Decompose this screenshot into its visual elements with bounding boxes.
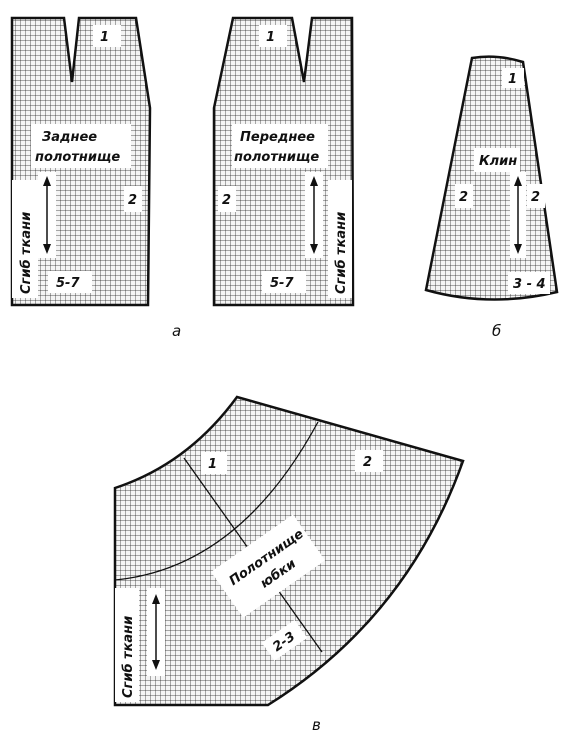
gore-piece-no: 1 (508, 72, 517, 87)
front-fold-box (328, 180, 352, 298)
gore-grainline-arrow (514, 176, 522, 254)
gore-side-right: 2 (531, 190, 540, 205)
back-piece-no-box (93, 25, 121, 47)
gore-shape (424, 55, 559, 301)
skirt-mark-2: 2 (363, 455, 372, 470)
gore-size: 3 - 4 (513, 277, 546, 292)
front-title-box (232, 124, 328, 168)
inner-seam-line (114, 421, 319, 581)
gore-size-box (508, 272, 550, 294)
front-panel: 1 Переднее полотнище 2 Сгиб ткани 5-7 (212, 16, 355, 307)
gore-side-left-box (455, 184, 473, 208)
gore-piece-no-box (502, 68, 524, 88)
gore-title-box (474, 148, 520, 172)
caption-b: б (492, 322, 501, 340)
skirt-mark-2-box (355, 450, 383, 472)
back-piece-no: 1 (100, 30, 109, 45)
front-side-no: 2 (222, 193, 231, 208)
skirt-grainline-arrow (152, 594, 160, 670)
back-title-line2: полотнище (35, 150, 120, 165)
back-grainline-arrow (43, 176, 51, 254)
front-title-line1: Переднее (240, 130, 315, 145)
gore-title: Клин (479, 154, 517, 169)
skirt-mark-1-box (201, 452, 227, 474)
front-size: 5-7 (270, 276, 294, 291)
back-side-no-box (124, 186, 142, 212)
gore-side-left: 2 (459, 190, 468, 205)
caption-a: а (172, 322, 181, 340)
front-size-box (262, 271, 306, 293)
back-title-line1: Заднее (42, 130, 97, 145)
front-grainline-arrow (310, 176, 318, 254)
front-fold-label: Сгиб ткани (334, 212, 349, 294)
caption-v: в (312, 716, 321, 734)
back-fold-box (12, 180, 38, 298)
skirt-fold-box (115, 588, 139, 702)
front-title-line2: полотнище (234, 150, 319, 165)
gore-panel: 1 Клин 2 2 3 - 4 (424, 55, 559, 301)
gore-side-right-box (527, 184, 545, 208)
skirt-fold-label: Сгиб ткани (121, 616, 136, 698)
front-side-no-box (218, 186, 236, 212)
back-size-box (48, 271, 92, 293)
back-title-box (31, 124, 131, 168)
back-size: 5-7 (56, 276, 80, 291)
back-fold-label: Сгиб ткани (19, 212, 34, 294)
skirt-mark-1: 1 (208, 457, 217, 472)
back-side-no: 2 (128, 193, 137, 208)
circle-skirt-panel: 1 2 Полотнище юбки 2-3 Сгиб ткани (113, 395, 465, 707)
front-piece-no: 1 (266, 30, 275, 45)
front-piece-no-box (259, 25, 287, 47)
back-panel: 1 Заднее полотнище 2 Сгиб ткани 5-7 (10, 16, 152, 307)
